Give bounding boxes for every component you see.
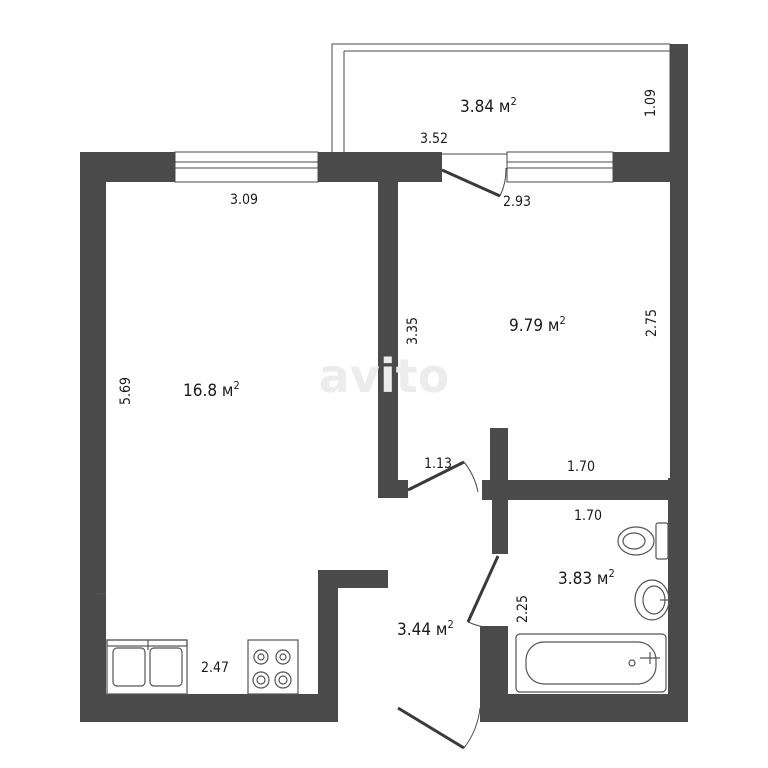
- room-area-labels: 3.84 м2 16.8 м2 9.79 м2 3.44 м2 3.83 м2: [183, 95, 615, 640]
- wall-bedroom-bathroom: [482, 480, 670, 500]
- doors: [397, 167, 507, 750]
- wall-bathroom-post: [490, 428, 508, 500]
- bathroom-fixtures: [515, 522, 670, 693]
- dim-balcony-width: 3.52: [420, 131, 448, 147]
- room-area-bedroom: 9.79 м2: [509, 314, 566, 336]
- room-area-hallway: 3.44 м2: [397, 618, 454, 640]
- room-area-balcony: 3.84 м2: [460, 95, 517, 117]
- wall-top-right: [613, 152, 670, 182]
- wall-right-upper: [670, 44, 688, 502]
- dim-living-length: 5.69: [118, 377, 134, 405]
- washbasin-icon: [634, 579, 670, 621]
- dim-bedroom-width-bottom: 1.70: [567, 459, 595, 475]
- balcony-right-wall: [670, 44, 688, 154]
- dim-living-width: 3.09: [230, 192, 258, 208]
- dim-bedroom-length-left: 3.35: [405, 317, 421, 345]
- room-area-living-room: 16.8 м2: [183, 379, 240, 401]
- dim-bedroom-length-right: 2.75: [644, 309, 660, 337]
- sink-icon: [106, 639, 188, 695]
- wall-left: [80, 152, 106, 722]
- dim-bathroom-length: 2.25: [515, 595, 531, 623]
- dim-bedroom-door: 1.13: [424, 456, 452, 472]
- kitchen-fixtures: [96, 593, 299, 695]
- stove-icon: [247, 639, 299, 695]
- wall-bedroom-door-stub: [378, 480, 408, 498]
- dim-kitchen-width: 2.47: [201, 660, 229, 676]
- windows: [174, 151, 614, 183]
- door-entrance: [397, 706, 481, 750]
- dimension-labels: 3.52 1.09 3.09 5.69 2.47 2.93 3.35 2.75 …: [118, 89, 660, 676]
- wall-living-bedroom: [378, 152, 398, 498]
- wall-bottom-right: [480, 694, 688, 722]
- door-balcony: [441, 167, 507, 198]
- dim-bathroom-width: 1.70: [574, 508, 602, 524]
- bathtub-icon: [515, 633, 667, 693]
- dim-balcony-depth: 1.09: [643, 89, 659, 117]
- dim-bedroom-width-top: 2.93: [503, 194, 531, 210]
- wall-bathroom-left-upper: [492, 498, 508, 554]
- window-living: [174, 151, 319, 183]
- toilet-icon: [617, 522, 669, 560]
- wall-right-lower: [668, 478, 688, 722]
- door-bathroom: [466, 555, 500, 629]
- wall-bottom-left: [80, 694, 338, 722]
- door-bedroom: [407, 460, 479, 493]
- wall-bathroom-left-lower: [480, 626, 508, 722]
- balcony: [331, 43, 688, 155]
- room-area-bathroom: 3.83 м2: [558, 567, 615, 589]
- window-bedroom: [506, 151, 614, 183]
- walls: [80, 44, 688, 722]
- watermark-logo: avito: [319, 349, 449, 403]
- wall-hallway-partition: [318, 570, 338, 722]
